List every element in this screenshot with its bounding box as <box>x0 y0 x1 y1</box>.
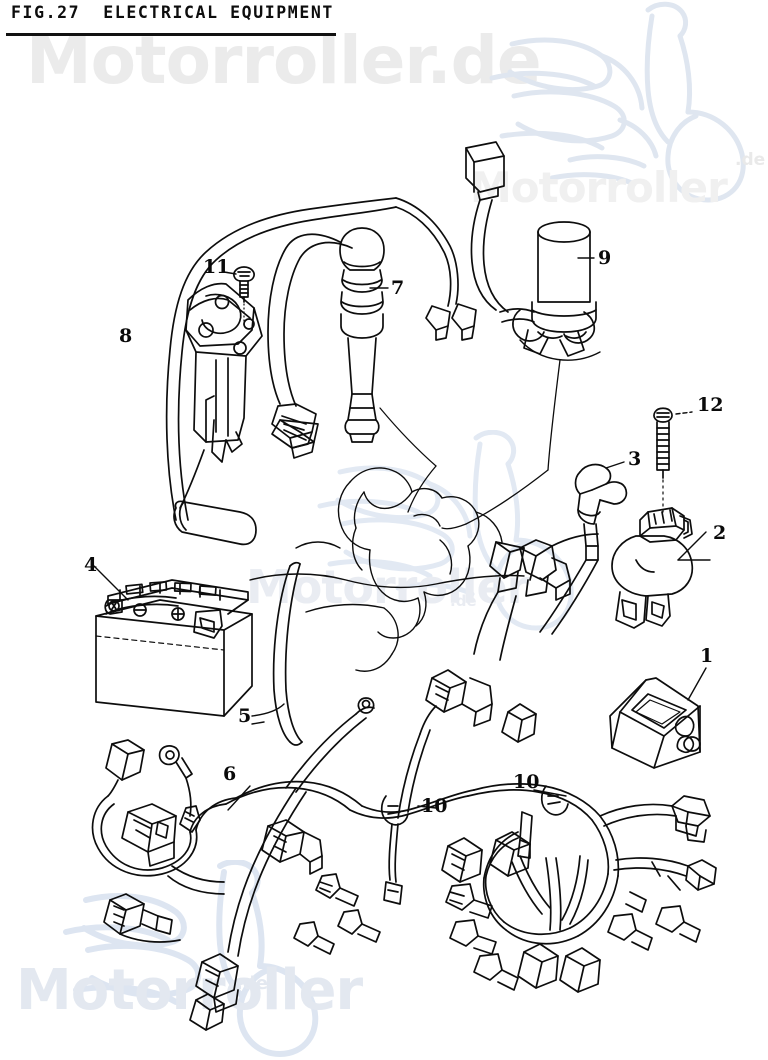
part-4-battery <box>93 565 253 717</box>
part-6-wire-harness <box>91 669 717 1031</box>
callout-11: 11 <box>203 256 230 278</box>
callout-10b: 10 <box>513 771 540 793</box>
callout-7: 7 <box>391 277 405 299</box>
callout-5: 5 <box>238 705 252 727</box>
part-9-starter-motor-relay <box>465 141 601 471</box>
frame-outline-guide <box>249 467 525 672</box>
callout-1: 1 <box>700 645 714 667</box>
leader-lines-center <box>407 465 549 530</box>
part-11-screw <box>223 266 255 327</box>
callout-12: 12 <box>697 394 724 416</box>
part-12-bolt <box>653 407 693 513</box>
figure-header: FIG.27 ELECTRICAL EQUIPMENT <box>0 0 768 46</box>
callout-4: 4 <box>84 554 98 576</box>
callout-8: 8 <box>119 325 133 347</box>
part-5-battery-band <box>251 561 303 746</box>
part-7-high-tension-cord <box>267 227 437 467</box>
callout-3: 3 <box>628 448 642 470</box>
connector-center-left <box>271 419 319 459</box>
title-divider <box>6 33 336 36</box>
part-8-starter-relay-bracket <box>165 197 397 546</box>
page-title: FIG.27 ELECTRICAL EQUIPMENT <box>11 3 334 22</box>
callout-6: 6 <box>223 763 237 785</box>
part-2-ignition-coil <box>611 507 711 629</box>
callout-9: 9 <box>598 247 612 269</box>
connector-cluster-center-right <box>473 533 599 661</box>
callout-2: 2 <box>713 522 727 544</box>
callout-10: 10 <box>421 795 448 817</box>
part-1-cdi-unit <box>609 667 707 769</box>
leader-lines-lower <box>227 721 567 811</box>
lead-wires-upper-right <box>395 197 477 341</box>
